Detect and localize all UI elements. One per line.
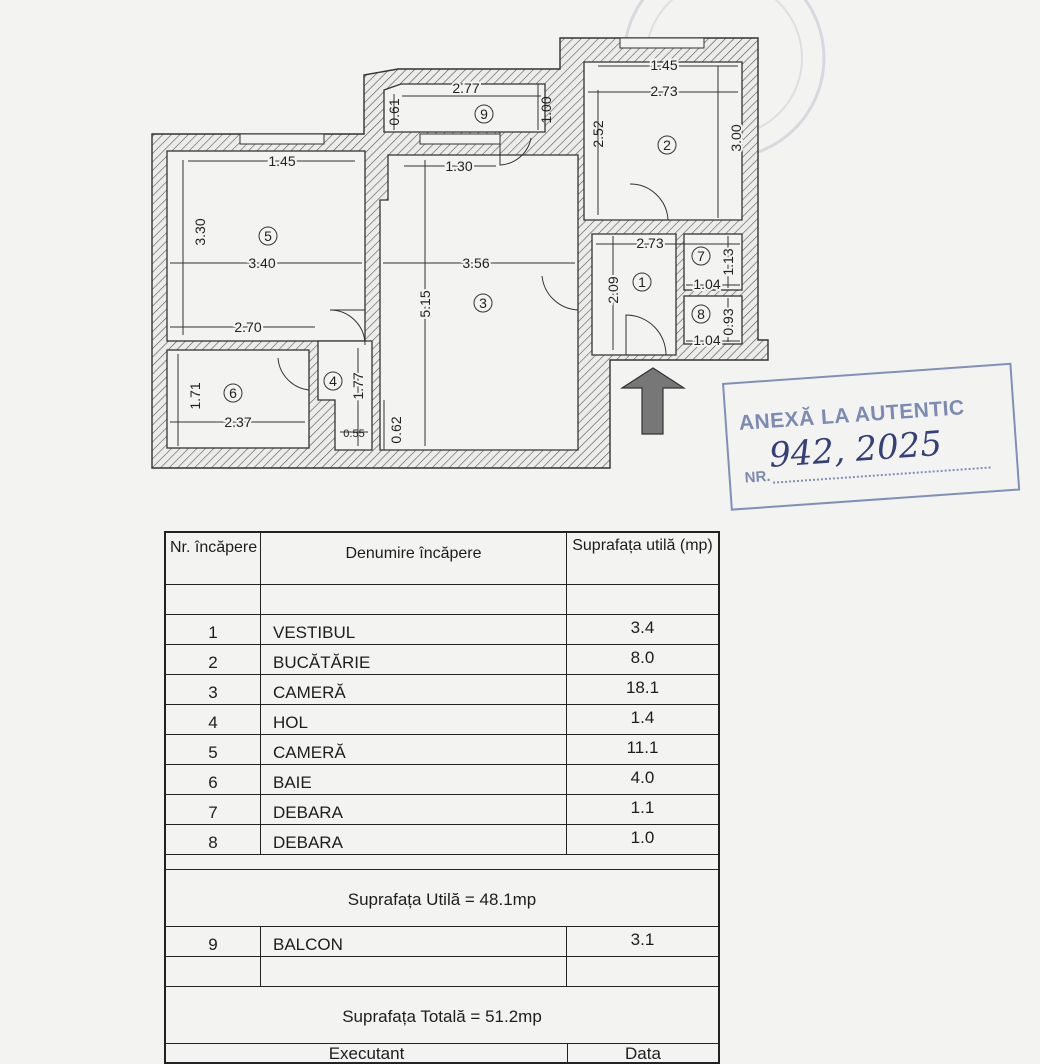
surface-table: Nr. încăpere Denumire încăpere Suprafața… — [164, 531, 720, 1064]
door-room-6 — [277, 355, 310, 391]
dim-room5-window: 1.45 — [268, 153, 295, 169]
window-room-3 — [419, 133, 501, 145]
table-row-balcony: 9 BALCON 3.1 — [166, 927, 718, 957]
useful-total: Suprafața Utilă = 48.1mp — [166, 870, 718, 927]
room-5 — [166, 150, 366, 342]
dim-balcony-width: 2.77 — [452, 80, 479, 96]
door-balcony — [499, 132, 532, 166]
svg-text:2: 2 — [663, 137, 671, 153]
table-row: 5 CAMERĂ 11.1 — [166, 735, 718, 765]
notary-stamp: ANEXĂ LA AUTENTIC 942, 2025 NR. — [722, 362, 1021, 511]
header-area: Suprafața utilă (mp) — [572, 537, 713, 554]
dim-hall-nook: 0.62 — [388, 416, 404, 443]
room-number-2: 2 — [657, 135, 677, 155]
room-number-4: 4 — [323, 371, 343, 391]
svg-text:7: 7 — [697, 248, 705, 264]
table-row: 1 VESTIBUL 3.4 — [166, 615, 718, 645]
table-row: 7 DEBARA 1.1 — [166, 795, 718, 825]
dim-balcony-right: 1.00 — [538, 96, 554, 123]
svg-text:6: 6 — [229, 385, 237, 401]
table-blank-row — [166, 585, 718, 615]
dim-room3-height: 5.15 — [417, 290, 433, 317]
table-row: 3 CAMERĂ 18.1 — [166, 675, 718, 705]
door-room-1 — [625, 314, 667, 356]
svg-text:1: 1 — [638, 274, 646, 290]
room-number-8: 8 — [691, 304, 711, 324]
room-number-3: 3 — [473, 293, 493, 313]
dim-balcony-left: 0.61 — [386, 98, 402, 125]
door-room-2 — [629, 183, 669, 221]
svg-text:5: 5 — [264, 228, 272, 244]
door-room-5 — [329, 309, 366, 346]
table-header-row: Nr. încăpere Denumire încăpere Suprafața… — [166, 533, 718, 585]
grand-total: Suprafața Totală = 51.2mp — [166, 987, 718, 1044]
dim-kitchen-height-left: 2.52 — [590, 120, 606, 147]
svg-text:4: 4 — [329, 373, 337, 389]
room-number-7: 7 — [691, 246, 711, 266]
dim-storage8-width: 1.04 — [693, 332, 720, 348]
svg-text:9: 9 — [480, 106, 488, 122]
dim-hall-nook-width: 0.55 — [343, 428, 364, 440]
room-number-6: 6 — [223, 383, 243, 403]
dim-bath-width: 2.37 — [224, 414, 251, 430]
table-row: 2 BUCĂTĂRIE 8.0 — [166, 645, 718, 675]
dim-room5-lower-width: 2.70 — [234, 319, 261, 335]
svg-text:3: 3 — [479, 295, 487, 311]
header-name: Denumire încăpere — [261, 533, 567, 584]
table-blank-row — [166, 957, 718, 987]
dim-vestibule-height: 2.09 — [605, 276, 621, 303]
table-row: 4 HOL 1.4 — [166, 705, 718, 735]
dim-hall-height: 1.77 — [350, 372, 366, 399]
footer-executant: Executant — [166, 1044, 568, 1063]
dim-kitchen-window: 1.45 — [650, 57, 677, 73]
table-row: 8 DEBARA 1.0 — [166, 825, 718, 855]
footer-date: Data — [625, 1044, 661, 1063]
dim-bath-height: 1.71 — [187, 382, 203, 409]
room-number-9: 9 — [474, 104, 494, 124]
dim-room5-height: 3.30 — [192, 218, 208, 245]
dim-storage8-height: 0.93 — [720, 308, 736, 335]
dim-kitchen-height-right: 3.00 — [728, 124, 744, 151]
dim-room5-width: 3.40 — [248, 255, 275, 271]
dim-storage7-height: 1.13 — [720, 248, 736, 275]
dim-room3-width: 3.56 — [462, 255, 489, 271]
dim-storage7-width: 1.04 — [693, 276, 720, 292]
dim-vestibule-width: 2.73 — [636, 235, 663, 251]
door-room-3 — [541, 272, 579, 311]
table-row: 6 BAIE 4.0 — [166, 765, 718, 795]
table-footer: Executant Data — [166, 1044, 718, 1063]
room-number-1: 1 — [632, 272, 652, 292]
window-room-2 — [619, 37, 705, 49]
stamp-nr-label: NR. — [744, 467, 772, 487]
dim-kitchen-width: 2.73 — [650, 83, 677, 99]
entrance-arrow-icon — [619, 367, 687, 435]
table-spacer — [166, 855, 718, 870]
floor-plan: 2.77 0.61 1.00 1.45 2.73 2.52 3.00 1.45 … — [151, 0, 826, 469]
window-room-5 — [239, 133, 325, 145]
header-nr: Nr. încăpere — [166, 533, 261, 584]
svg-text:8: 8 — [697, 306, 705, 322]
dim-room3-window: 1.30 — [445, 158, 472, 174]
room-number-5: 5 — [258, 226, 278, 246]
